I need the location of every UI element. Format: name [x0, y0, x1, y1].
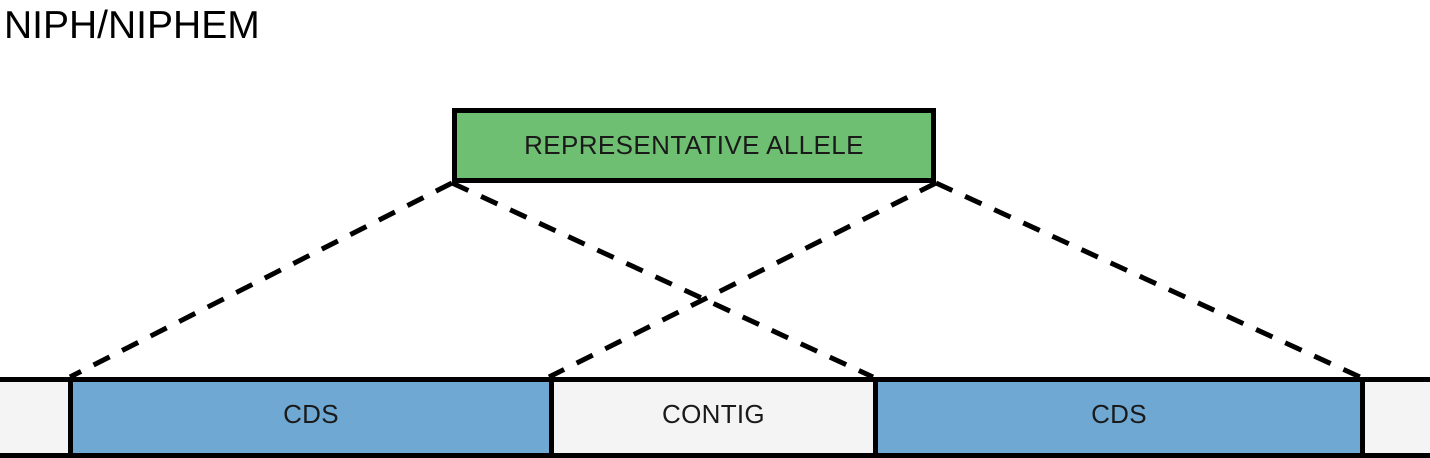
track-segment-cds-right: CDS [873, 382, 1360, 453]
connector-allele-right-to-cds-right-end [934, 180, 1362, 380]
track-segment-flank-left [0, 382, 68, 453]
connector-allele-left-to-cds-left-start [68, 180, 454, 380]
genome-track: CDS CONTIG CDS [0, 377, 1430, 458]
track-segment-label: CONTIG [662, 399, 765, 429]
page-title: NIPH/NIPHEM [4, 4, 260, 47]
track-segment-flank-right [1360, 382, 1430, 453]
track-segment-contig-gap: CONTIG [549, 382, 873, 453]
track-segment-label: CDS [1091, 399, 1147, 429]
representative-allele-box: REPRESENTATIVE ALLELE [452, 108, 936, 183]
representative-allele-label: REPRESENTATIVE ALLELE [524, 130, 864, 160]
connector-allele-right-to-contig-end [547, 180, 938, 380]
track-segment-label: CDS [283, 399, 339, 429]
connector-allele-left-to-contig-start [450, 180, 875, 380]
track-segment-cds-left: CDS [68, 382, 549, 453]
